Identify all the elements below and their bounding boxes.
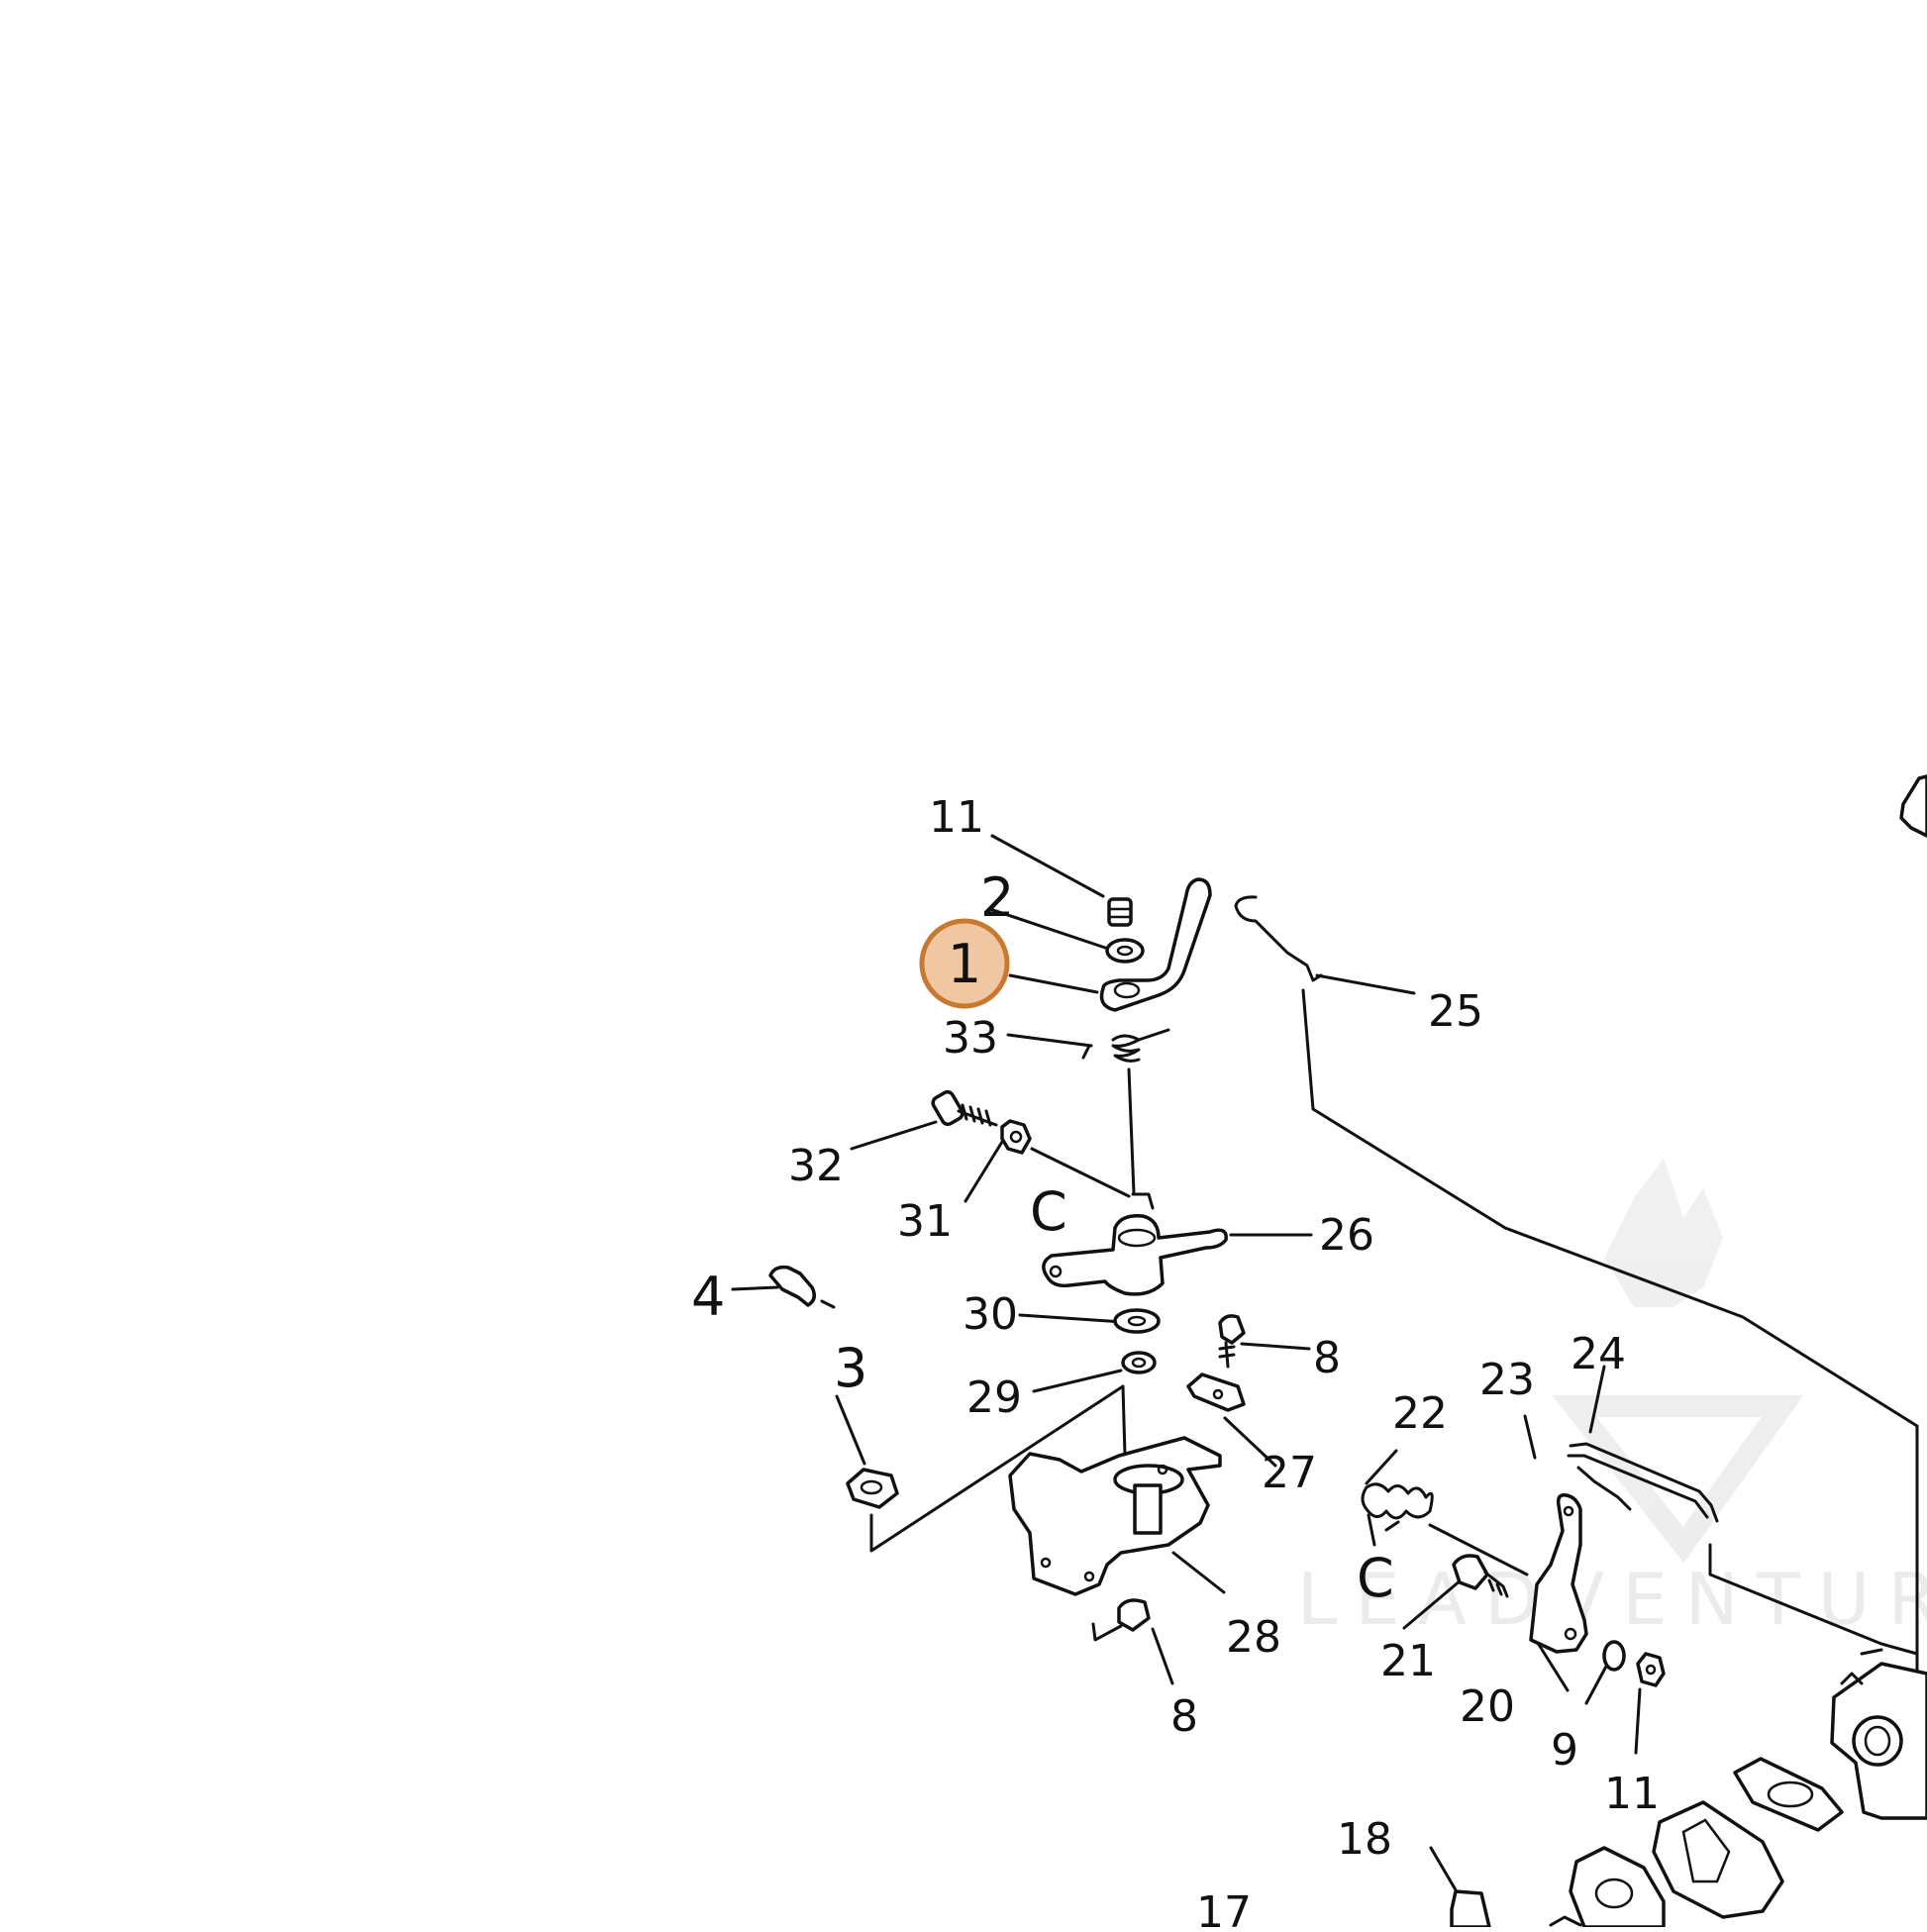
part-bushing-29: [1121, 1351, 1157, 1374]
part-gasket-upper: [1733, 1757, 1844, 1832]
callout-30: 30: [963, 1289, 1018, 1340]
part-bracket-top-right: [1899, 774, 1927, 838]
callout-C-lower: C: [1357, 1547, 1394, 1609]
part-nut-31: [1000, 1119, 1032, 1155]
part-lever-26: [1042, 1214, 1228, 1296]
callout-3: 3: [834, 1337, 867, 1399]
part-nut-11: [1107, 897, 1133, 927]
callout-1[interactable]: 1: [948, 933, 981, 995]
callout-2: 2: [980, 866, 1014, 929]
part-screw-32: [931, 1089, 998, 1127]
part-screw-8-lower: [1091, 1598, 1151, 1642]
part-washer-2: [1105, 938, 1145, 964]
part-carburetor: [1830, 1648, 1927, 1820]
callout-11: 11: [929, 792, 984, 843]
part-screw-8-upper: [1218, 1314, 1246, 1369]
highlighted-callout-1[interactable]: 1: [919, 918, 1010, 1009]
highlight-marker[interactable]: [919, 918, 1010, 1009]
part-lever-20: [1529, 1492, 1588, 1654]
callout-17: 17: [1196, 1887, 1252, 1927]
callout-23: 23: [1479, 1355, 1535, 1405]
callout-31: 31: [897, 1196, 953, 1247]
callout-21: 21: [1380, 1636, 1436, 1686]
callout-26: 26: [1319, 1210, 1374, 1261]
part-link-25: [1234, 895, 1323, 982]
part-plate-18: [1450, 1889, 1582, 1929]
callout-27: 27: [1262, 1448, 1317, 1498]
callout-20: 20: [1460, 1681, 1515, 1732]
callout-24: 24: [1571, 1329, 1626, 1379]
callout-32: 32: [788, 1141, 844, 1191]
part-spring-22: [1361, 1482, 1529, 1576]
callout-labels: 11 2 33 25 32 31 C 26 4 30 8 3 29 27 28 …: [691, 792, 1660, 1932]
part-rod-23-24: [1567, 1442, 1719, 1523]
callout-29: 29: [966, 1373, 1022, 1423]
part-gasket-lower: [1569, 1846, 1666, 1929]
part-block-3: [846, 1468, 899, 1509]
parts: [768, 774, 1927, 1929]
callout-8-upper: 8: [1313, 1333, 1341, 1383]
callout-11-lower: 11: [1604, 1769, 1660, 1819]
callout-28: 28: [1226, 1612, 1281, 1663]
part-lever-1: [1099, 877, 1212, 1012]
part-nut-11-lower: [1636, 1652, 1666, 1687]
part-screw-21: [1452, 1554, 1509, 1598]
part-clip-4: [768, 1265, 836, 1309]
part-pin: [1131, 1192, 1155, 1210]
callout-18: 18: [1337, 1814, 1392, 1865]
callout-33: 33: [943, 1013, 998, 1064]
part-bracket-28: [1008, 1436, 1222, 1596]
callout-C-upper: C: [1030, 1180, 1067, 1243]
watermark-text: LEADVENTURE: [1297, 1558, 1927, 1641]
part-washer-30: [1113, 1308, 1161, 1334]
callout-4: 4: [691, 1266, 725, 1328]
part-spring-33: [1081, 1028, 1170, 1063]
callout-25: 25: [1428, 986, 1483, 1037]
callout-8-lower: 8: [1170, 1691, 1198, 1742]
part-insulator: [1652, 1800, 1784, 1919]
part-washer-9: [1602, 1640, 1626, 1672]
part-plate-27: [1186, 1373, 1246, 1412]
callout-9: 9: [1551, 1725, 1578, 1776]
callout-22: 22: [1392, 1388, 1448, 1439]
leader-lines: [731, 834, 1919, 1895]
